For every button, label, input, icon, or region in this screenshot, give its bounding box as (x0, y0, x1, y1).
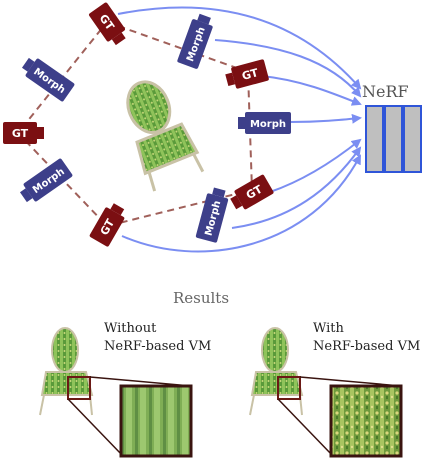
morph-camera-left-bottom: Morph (19, 158, 73, 203)
nerf-layer-1 (365, 105, 384, 173)
with-line2: NeRF-based VM (313, 339, 420, 354)
result-without: Without NeRF-based VM (39, 321, 211, 458)
chair-small-left (39, 327, 94, 416)
morph-camera-right: Morph (238, 112, 291, 134)
nerf-label: NeRF (362, 82, 409, 101)
zoom-box (277, 376, 301, 400)
gt-camera-right-top: GT (225, 59, 269, 89)
gt-camera-right-bottom: GT (230, 174, 274, 210)
result-with: With NeRF-based VM (249, 321, 420, 458)
with-line1: With (313, 321, 345, 336)
zoom-box (67, 376, 91, 400)
nerf-layer-2 (384, 105, 403, 173)
gt-camera-bottom: GT (89, 203, 125, 247)
gt-camera-left: GT (3, 122, 44, 144)
camera-path (16, 20, 254, 228)
gt-label: GT (12, 127, 29, 140)
nerf-layer-3 (403, 105, 422, 173)
zoom-inset (119, 384, 193, 458)
morph-camera-top: Morph (177, 13, 213, 69)
without-line2: NeRF-based VM (104, 339, 211, 354)
nerf-block: NeRF (362, 82, 422, 173)
morph-camera-left-top: Morph (21, 57, 75, 102)
without-line1: Without (104, 321, 157, 336)
results-title: Results (173, 289, 229, 307)
gt-label: GT (241, 66, 261, 83)
gt-camera-top: GT (89, 2, 126, 46)
chair-image (126, 80, 205, 192)
chair-small-right (249, 327, 304, 416)
morph-camera-bottom: Morph (195, 187, 229, 243)
zoom-inset (329, 384, 403, 458)
morph-label: Morph (250, 119, 286, 130)
arrows-to-nerf (117, 6, 362, 253)
